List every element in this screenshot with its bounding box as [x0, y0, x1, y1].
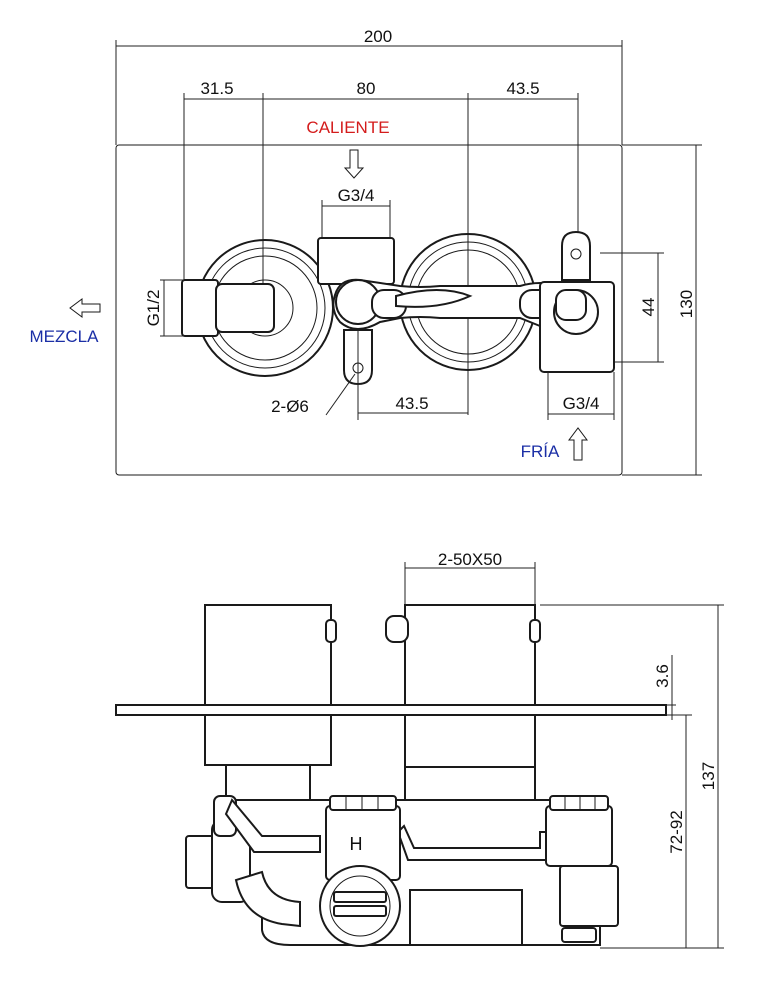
left-knob-pin — [325, 619, 337, 643]
port-spacing-label: 44 — [639, 298, 658, 317]
hot-thread-dimension: G3/4 — [321, 186, 391, 240]
offset-dimensions: 31.5 80 43.5 — [183, 79, 579, 415]
top-view: 200 31.5 80 43.5 130 44 CALIEN — [30, 27, 702, 476]
hot-thread-label: G3/4 — [338, 186, 375, 205]
plate-dimension: 3.6 — [653, 655, 676, 720]
drain-plug — [319, 865, 401, 947]
mix-outlet-label: MEZCLA — [30, 327, 100, 346]
lower-spacing-dimension: 43.5 — [357, 330, 468, 420]
mounting-lug-right — [561, 230, 591, 281]
base-center-block — [409, 889, 523, 946]
height-dimension: 130 — [622, 144, 702, 476]
hole-dimension: 2-Ø6 — [271, 373, 356, 416]
bracket — [224, 798, 553, 861]
height-label: 130 — [677, 290, 696, 318]
plate-label: 3.6 — [653, 664, 672, 688]
right-knob-pin — [529, 619, 541, 643]
right-offset-label: 43.5 — [506, 79, 539, 98]
cold-inlet-label: FRÍA — [521, 442, 560, 461]
hot-inlet-label: CALIENTE — [306, 118, 389, 137]
lower-spacing-label: 43.5 — [395, 394, 428, 413]
face-plate-outline — [115, 144, 623, 476]
depth-dimension: 72-92 — [666, 714, 692, 948]
left-spindle-sleeve — [204, 714, 332, 766]
width-label: 200 — [364, 27, 392, 46]
cold-inlet-block — [539, 281, 615, 373]
hot-inlet-block — [317, 237, 395, 285]
total-label: 137 — [699, 762, 718, 790]
hot-fitting: H — [325, 795, 401, 881]
knob-size-dimension: 2-50X50 — [404, 550, 536, 605]
left-spindle — [225, 764, 311, 806]
side-outlet — [185, 795, 301, 928]
center-spacing-label: 80 — [357, 79, 376, 98]
outlet-port: G1/2 — [144, 279, 275, 337]
width-dimension: 200 — [115, 27, 623, 145]
hot-mark: H — [350, 834, 363, 854]
total-dimension: 137 — [540, 604, 724, 949]
hot-arrow-icon — [343, 149, 365, 179]
cold-fitting — [545, 795, 619, 943]
outlet-thread-label: G1/2 — [144, 290, 163, 327]
cover-plate — [115, 704, 667, 716]
knob-size-label: 2-50X50 — [438, 550, 502, 569]
depth-label: 72-92 — [667, 810, 686, 853]
hole-label: 2-Ø6 — [271, 397, 309, 416]
left-offset-label: 31.5 — [200, 79, 233, 98]
cold-thread-label: G3/4 — [563, 394, 600, 413]
side-view: 2-50X50 3.6 137 72-92 — [115, 550, 724, 949]
cold-thread-dimension: G3/4 — [547, 372, 615, 420]
right-knob — [404, 604, 536, 706]
mix-arrow-icon — [69, 298, 101, 318]
cold-arrow-icon — [568, 427, 588, 461]
left-knob — [204, 604, 332, 706]
knob-button — [385, 615, 409, 643]
right-spindle-sleeve — [404, 714, 536, 768]
